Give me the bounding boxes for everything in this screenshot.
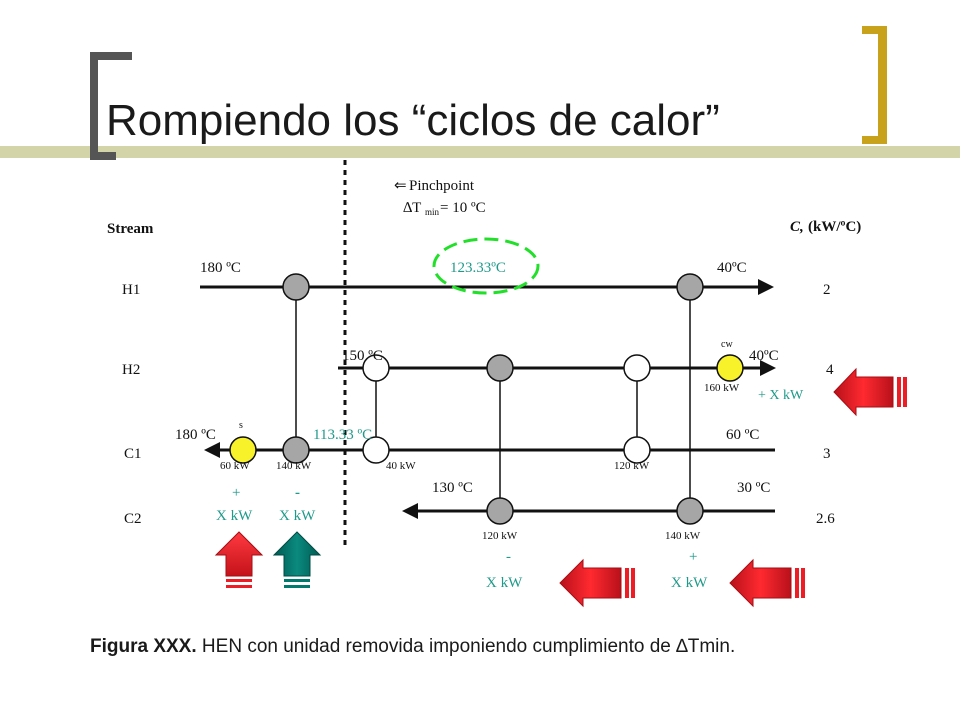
exchanger-h2-c1-right-top[interactable] xyxy=(623,354,651,382)
temp-h2-out: 40ºC xyxy=(749,348,779,364)
stream-arrow-c1 xyxy=(204,442,220,458)
duty-h1-c1: 140 kW xyxy=(276,460,312,472)
stream-header: Stream xyxy=(107,221,154,237)
temp-h2-in: 150 ºC xyxy=(342,348,383,364)
stream-name-c2: C2 xyxy=(124,511,142,527)
duty-cooler: 160 kW xyxy=(704,382,740,394)
cooler-unit[interactable] xyxy=(716,354,744,382)
slide-title: Rompiendo los “ciclos de calor” xyxy=(106,96,720,145)
duty-h2-c1-left: 40 kW xyxy=(386,460,416,472)
pinch-arrow: ⇐ xyxy=(394,178,407,194)
temp-c2-out: 130 ºC xyxy=(432,480,473,496)
highlight-ellipse xyxy=(432,237,540,295)
right-bracket-bar xyxy=(878,26,887,144)
duty-steam: 60 kW xyxy=(220,460,250,472)
cp-h1: 2 xyxy=(823,282,831,298)
cp-h2: 4 xyxy=(826,362,834,378)
dtmin-subscript: min xyxy=(425,207,440,217)
duty-h2-c1-right: 120 kW xyxy=(614,460,650,472)
caption-text: HEN con unidad removida imponiendo cumpl… xyxy=(196,636,736,657)
left-bracket-top xyxy=(90,52,132,60)
duty-h1-c2: 140 kW xyxy=(665,530,701,542)
figure-caption: Figura XXX. HEN con unidad removida impo… xyxy=(90,636,735,658)
dtmin-value: = 10 ºC xyxy=(440,200,486,216)
exchanger-h1-c1-bottom[interactable] xyxy=(282,436,310,464)
temp-h1-out: 40ºC xyxy=(717,260,747,276)
stream-name-c1: C1 xyxy=(124,446,142,462)
duty-h2-c2: 120 kW xyxy=(482,530,518,542)
adjust-h1-c2-amount: X kW xyxy=(671,575,708,591)
temp-c2-in: 30 ºC xyxy=(737,480,770,496)
stream-arrow-h2 xyxy=(760,360,776,376)
adjust-steam-sign: + xyxy=(232,485,240,501)
adjust-ex1-sign: - xyxy=(295,485,300,501)
stream-arrow-c2 xyxy=(402,503,418,519)
teal-arrow-up-exchanger xyxy=(272,531,322,588)
cp-header-symbol: C, xyxy=(790,219,804,235)
red-arrow-cooler xyxy=(833,367,907,417)
left-bracket-bar xyxy=(90,52,98,160)
exchanger-h2-c2-bottom[interactable] xyxy=(486,497,514,525)
adjust-cooler: + X kW xyxy=(758,388,804,403)
cp-c1: 3 xyxy=(823,446,831,462)
exchanger-h2-c1-left-top[interactable] xyxy=(362,354,390,382)
adjust-ex1-amount: X kW xyxy=(279,508,316,524)
temp-c1-in: 60 ºC xyxy=(726,427,759,443)
exchanger-h1-c2-bottom[interactable] xyxy=(676,497,704,525)
right-bracket-top xyxy=(862,26,887,34)
caption-label: Figura XXX. xyxy=(90,636,197,657)
right-bracket-bottom xyxy=(862,136,887,144)
stream-name-h1: H1 xyxy=(122,282,140,298)
left-bracket-bottom xyxy=(90,152,116,160)
steam-label: s xyxy=(239,420,243,431)
exchanger-h1-c1-top[interactable] xyxy=(282,273,310,301)
adjust-steam-amount: X kW xyxy=(216,508,253,524)
accent-band xyxy=(0,146,960,158)
pinch-label: Pinchpoint xyxy=(409,178,475,194)
stream-name-h2: H2 xyxy=(122,362,140,378)
red-arrow-right-bottom xyxy=(729,558,805,608)
exchanger-h2-c2-top[interactable] xyxy=(486,354,514,382)
temp-c1-out: 180 ºC xyxy=(175,427,216,443)
dtmin-delta: ∆T xyxy=(403,200,421,216)
adjust-h1-c2-sign: + xyxy=(689,549,697,565)
cooling-water-label: cw xyxy=(721,339,733,350)
adjust-h2-c2-amount: X kW xyxy=(486,575,523,591)
heater-unit[interactable] xyxy=(229,436,257,464)
cp-header-units: (kW/ºC) xyxy=(808,219,861,235)
temp-h1-mid: 123.33ºC xyxy=(450,260,506,276)
exchanger-h2-c1-left-bottom[interactable] xyxy=(362,436,390,464)
cp-c2: 2.6 xyxy=(816,511,835,527)
temp-c1-mid: 113.33 ºC xyxy=(313,427,372,443)
red-arrow-up-steam xyxy=(214,531,264,588)
red-arrow-left-bottom xyxy=(559,558,635,608)
temp-h1-in: 180 ºC xyxy=(200,260,241,276)
adjust-h2-c2-sign: - xyxy=(506,549,511,565)
stream-arrow-h1 xyxy=(758,279,774,295)
exchanger-h1-c2-top[interactable] xyxy=(676,273,704,301)
exchanger-h2-c1-right-bottom[interactable] xyxy=(623,436,651,464)
